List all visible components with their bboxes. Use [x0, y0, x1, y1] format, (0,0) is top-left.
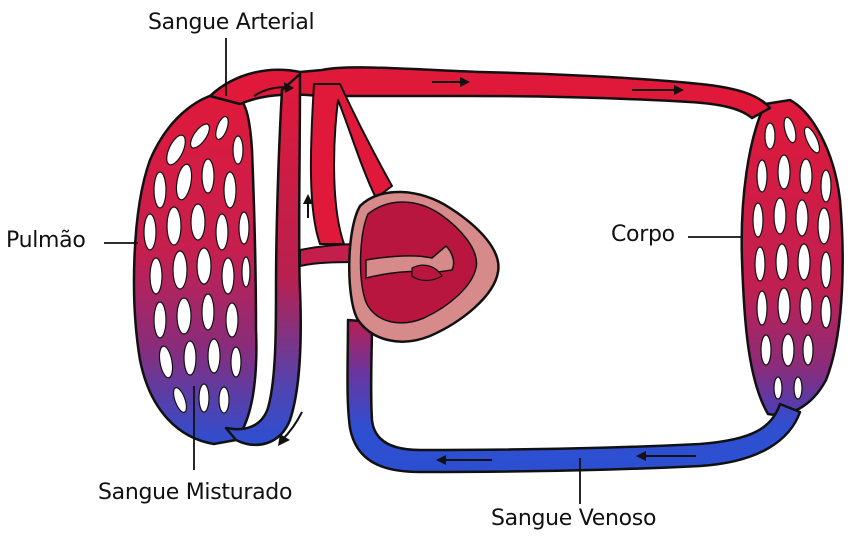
- label-sangue-arterial: Sangue Arterial: [148, 12, 314, 34]
- label-pulmao: Pulmão: [6, 230, 86, 252]
- heart: [349, 192, 498, 342]
- label-sangue-venoso: Sangue Venoso: [491, 508, 656, 530]
- body-capillaries: [742, 100, 843, 415]
- venous-vessel: [348, 320, 801, 472]
- label-sangue-misturado: Sangue Misturado: [98, 482, 292, 504]
- label-corpo: Corpo: [611, 224, 675, 246]
- lung-capillaries: [134, 92, 256, 444]
